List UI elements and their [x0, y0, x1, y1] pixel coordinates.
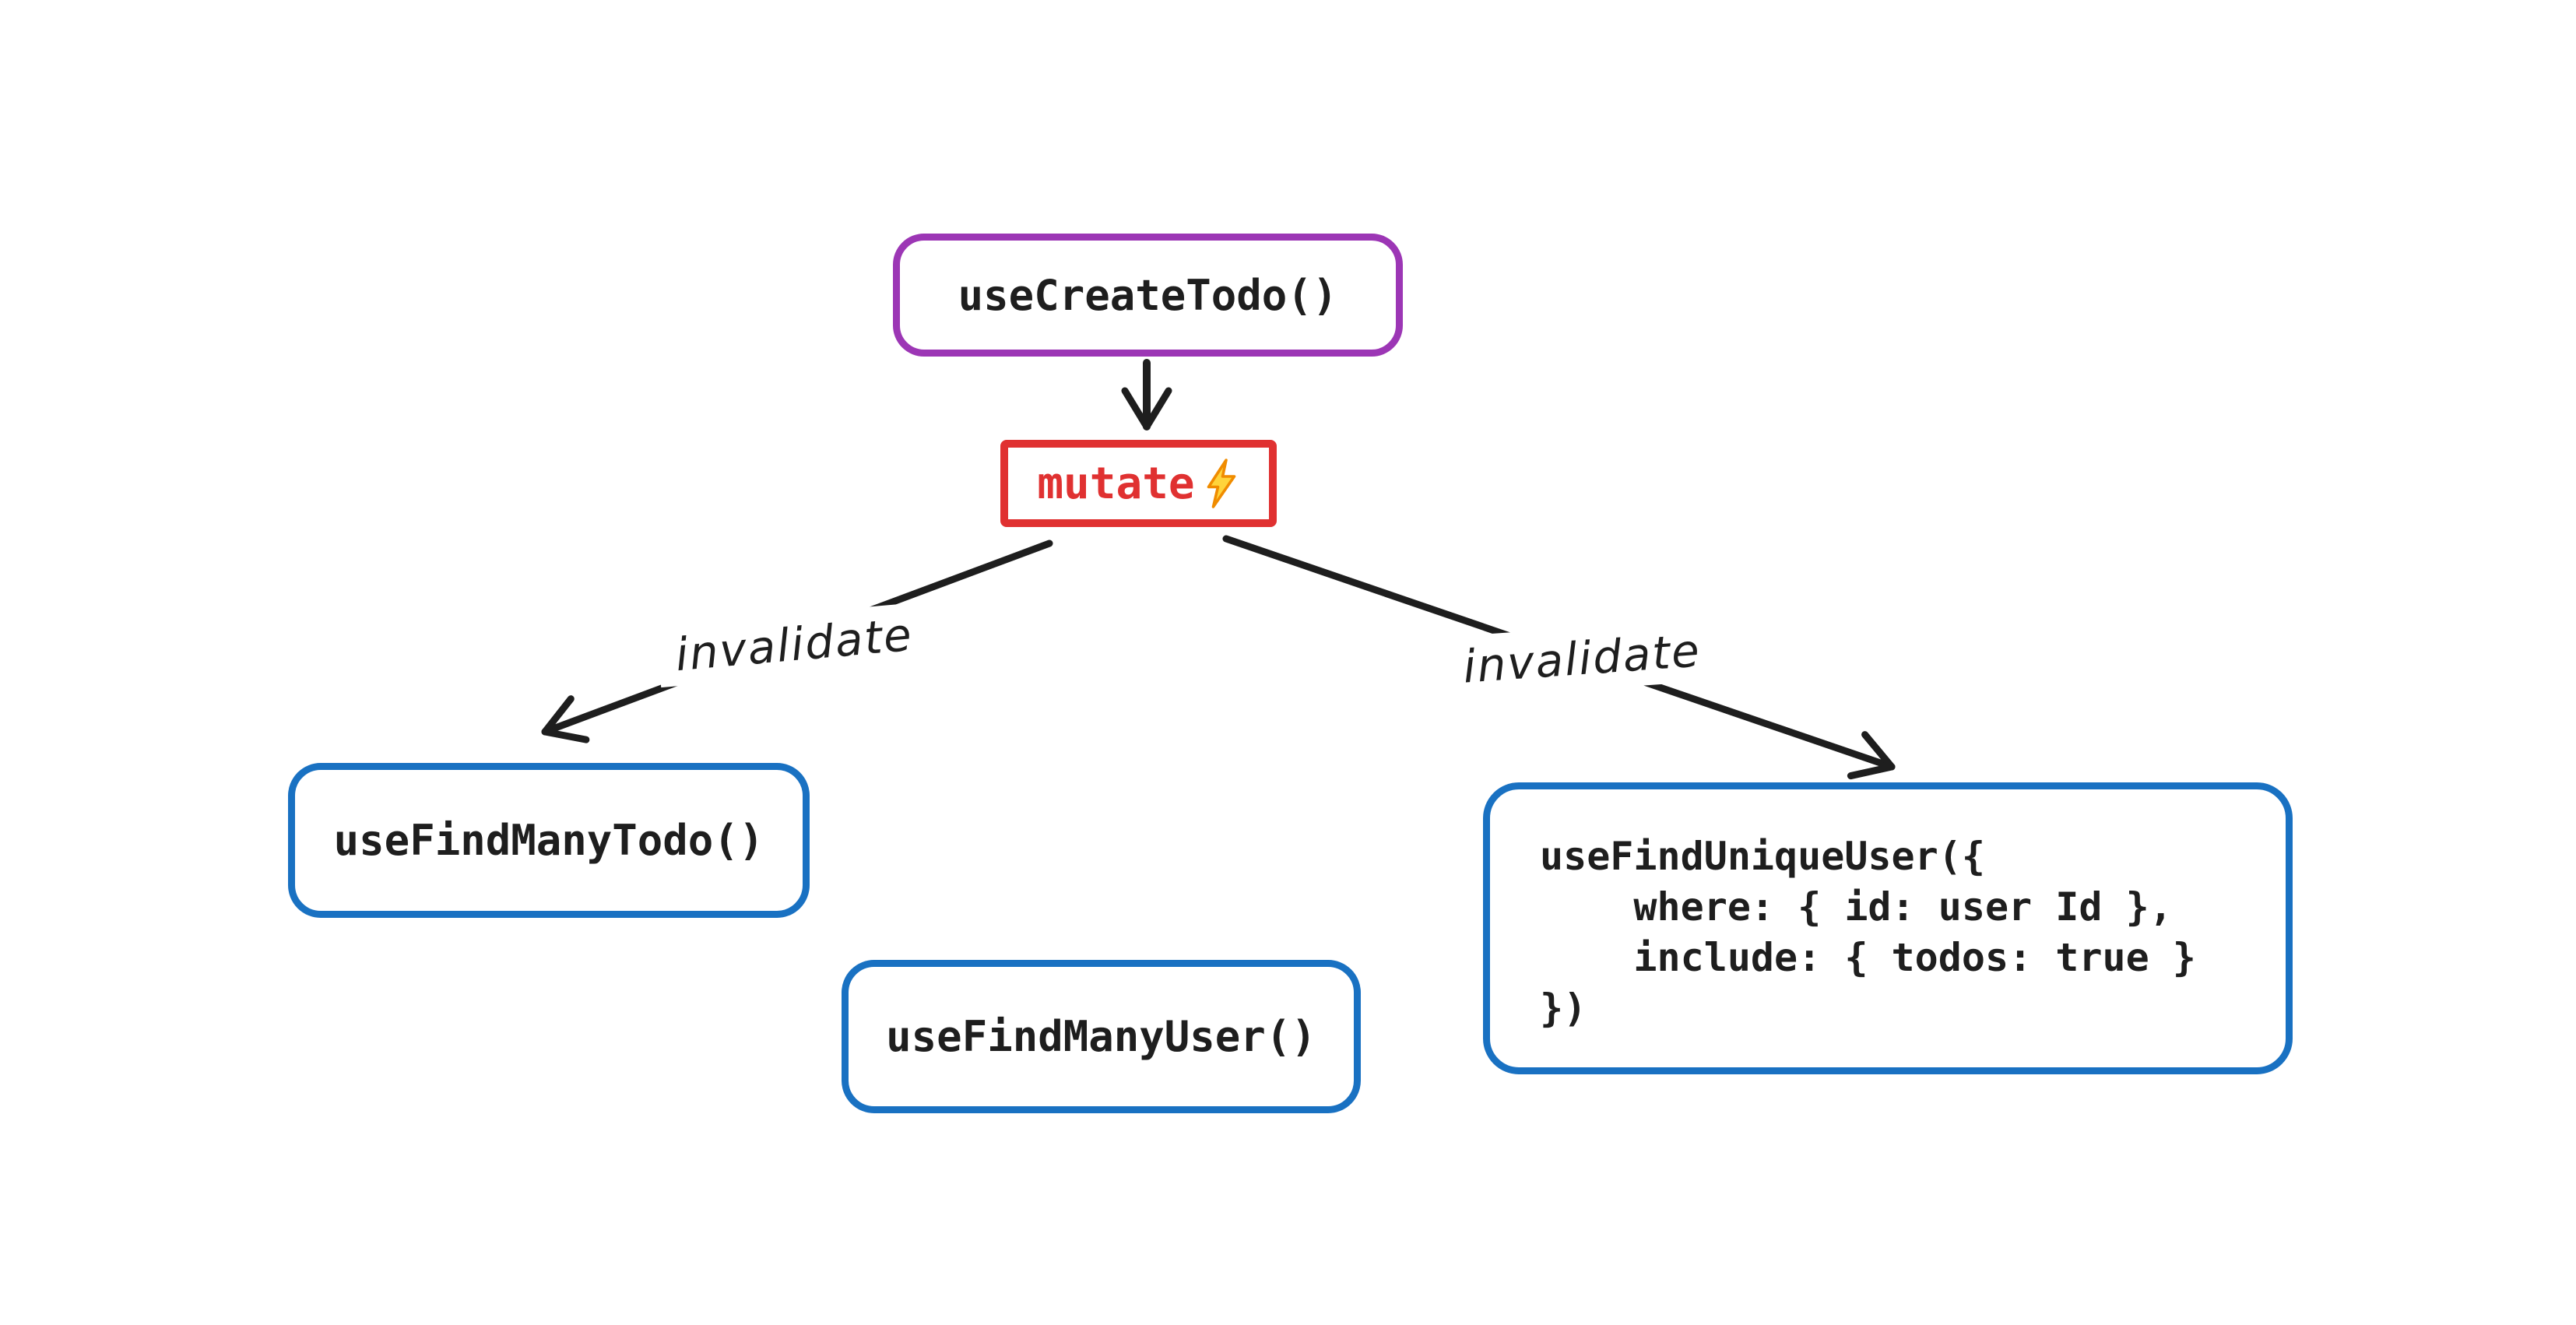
edge-label-invalidate-right: invalidate: [1443, 617, 1720, 700]
node-use-find-many-user: useFindManyUser(): [842, 960, 1361, 1113]
node-mutate: mutate: [1000, 440, 1277, 527]
node-use-create-todo: useCreateTodo(): [893, 234, 1403, 357]
node-use-create-todo-label: useCreateTodo(): [958, 270, 1338, 320]
code-line-4: }): [1540, 986, 1587, 1031]
node-use-find-many-todo-label: useFindManyTodo(): [333, 816, 764, 865]
code-line-3: include: { todos: true }: [1540, 935, 2196, 980]
node-use-find-many-user-label: useFindManyUser(): [886, 1012, 1316, 1061]
node-mutate-label: mutate: [1037, 458, 1195, 509]
node-use-find-many-todo: useFindManyTodo(): [288, 763, 810, 918]
code-line-2: where: { id: user Id },: [1540, 884, 2173, 930]
node-use-find-unique-user: useFindUniqueUser({ where: { id: user Id…: [1483, 782, 2293, 1074]
lightning-bolt-icon: [1207, 459, 1235, 508]
edge-label-invalidate-left: invalidate: [655, 601, 933, 688]
code-line-1: useFindUniqueUser({: [1540, 834, 1985, 879]
